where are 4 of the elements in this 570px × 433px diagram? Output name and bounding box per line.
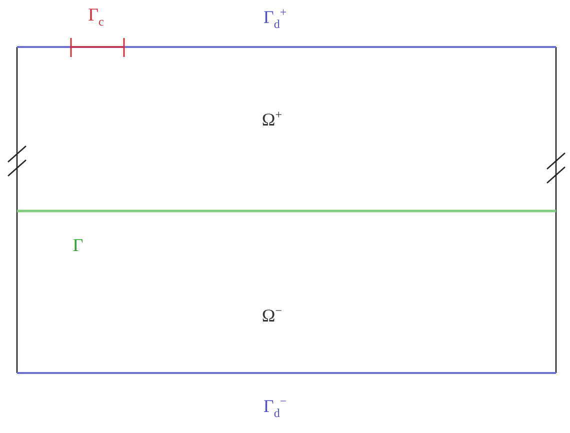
boundary-label: Γ$_{c}$ xyxy=(88,4,104,30)
region-label: Ω$^{+}$ xyxy=(262,106,282,130)
region-label: Ω$^{−}$ xyxy=(262,302,282,326)
interface-label: Γ xyxy=(72,235,84,255)
